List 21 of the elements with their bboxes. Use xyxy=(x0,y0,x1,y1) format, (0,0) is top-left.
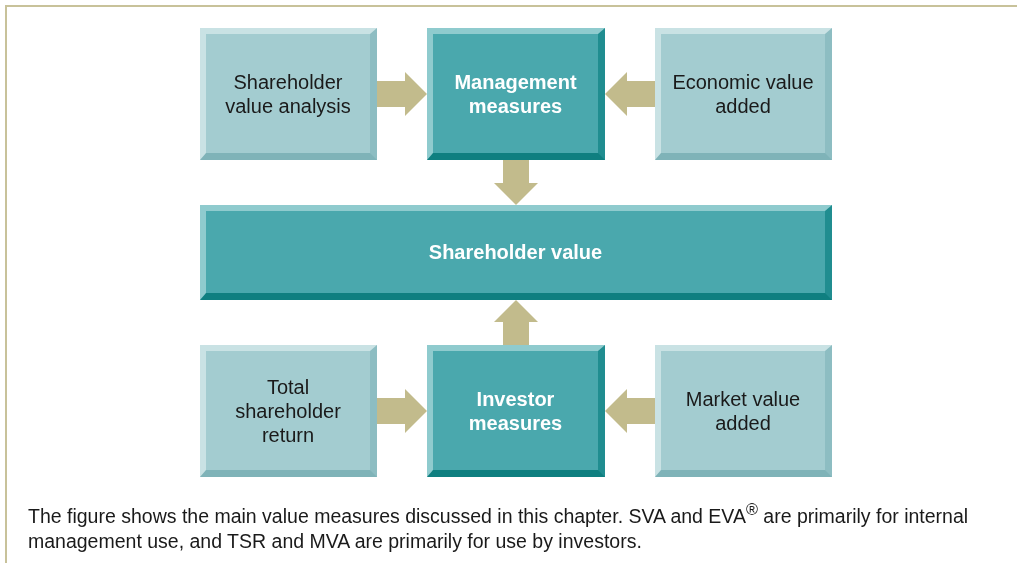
box-label: Management measures xyxy=(453,69,578,118)
measure-box xyxy=(200,345,377,477)
box-label: Shareholder value xyxy=(428,240,603,264)
box-label: Market value added xyxy=(684,386,802,435)
block-arrow xyxy=(377,389,427,433)
box-label: Shareholder value analysis xyxy=(224,69,352,118)
measure-box xyxy=(655,345,832,477)
block-arrow xyxy=(605,72,655,116)
box-label: Investor measures xyxy=(467,386,564,435)
block-arrow xyxy=(377,72,427,116)
caption: The figure shows the main value measures discussed in this chapter. SVA and EVA$^{®}$ are primarily for internal management use, and TSR and MVA are primarily for use by investors. xyxy=(28,499,970,554)
box-label: Total shareholder return xyxy=(234,374,342,447)
block-arrow xyxy=(494,160,538,205)
block-arrow xyxy=(494,300,538,345)
measure-box xyxy=(200,28,377,160)
measure-box xyxy=(200,205,832,300)
block-arrow xyxy=(605,389,655,433)
measure-box xyxy=(655,28,832,160)
measure-box xyxy=(427,28,605,160)
measure-box xyxy=(427,345,605,477)
box-label: Economic value added xyxy=(671,69,815,118)
